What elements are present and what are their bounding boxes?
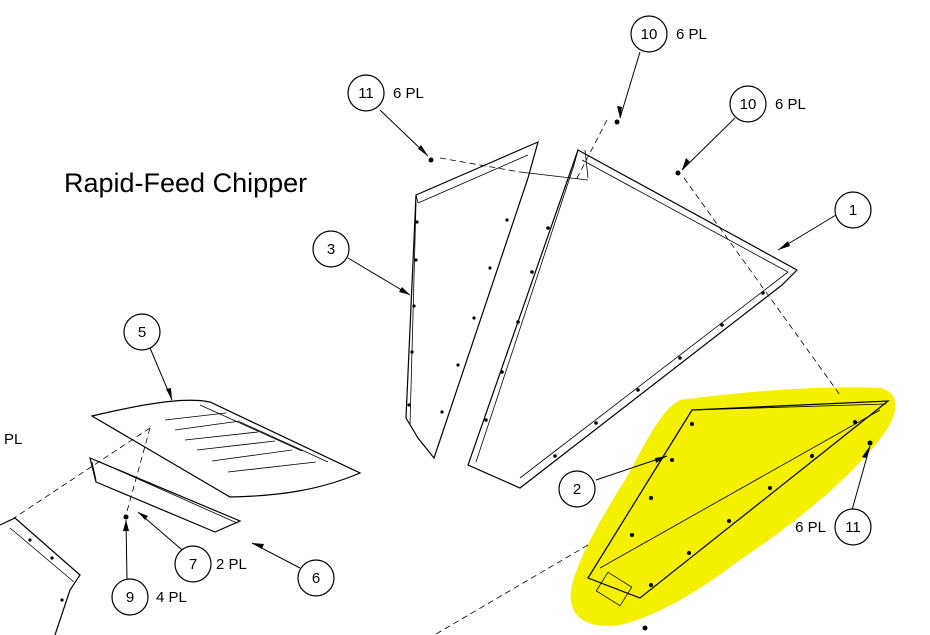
part-5-plate: [90, 399, 362, 498]
callout-2: 2: [558, 470, 596, 508]
callout-6-number: 6: [312, 570, 320, 587]
callout-9: 9 4 PL: [111, 578, 187, 616]
callout-6: 6: [297, 559, 335, 597]
leader-arrowheads: [123, 106, 870, 549]
part-3-panel: [405, 140, 539, 460]
part-1-frame: [467, 149, 798, 489]
callout-5-number: 5: [138, 324, 146, 341]
callout-10b-qty: 6 PL: [775, 96, 806, 113]
part-6-strip: [89, 456, 242, 533]
part-2-plate: [587, 400, 890, 607]
callout-11a-number: 11: [358, 85, 374, 102]
callout-2-number: 2: [573, 481, 581, 498]
callout-11b-qty: 6 PL: [795, 519, 826, 536]
diagram-title: Rapid-Feed Chipper: [64, 168, 308, 198]
callout-10a: 10 6 PL: [630, 15, 707, 53]
callout-1: 1: [834, 191, 872, 229]
callout-11a: 11 6 PL: [347, 74, 424, 112]
fasteners: [123, 119, 873, 631]
assembly-lines: [13, 119, 841, 635]
callout-11a-qty: 6 PL: [393, 85, 424, 102]
callout-5: 5: [123, 313, 161, 351]
edge-qty-label: PL: [4, 431, 22, 448]
callout-7-qty: 2 PL: [216, 556, 247, 573]
callout-7-number: 7: [189, 556, 197, 573]
callout-10a-number: 10: [641, 26, 658, 43]
partial-frame-left: [0, 517, 81, 635]
callout-3: 3: [312, 230, 350, 268]
callout-9-qty: 4 PL: [156, 589, 187, 606]
callout-7: 7 2 PL: [174, 545, 247, 583]
callout-9-number: 9: [126, 589, 134, 606]
callout-3-number: 3: [327, 241, 335, 258]
callout-10b-number: 10: [740, 96, 757, 113]
callout-10b: 10 6 PL: [729, 85, 806, 123]
callout-11b-number: 11: [845, 519, 861, 536]
callout-11b: 11 6 PL: [795, 508, 872, 546]
callout-1-number: 1: [849, 202, 857, 219]
callout-10a-qty: 6 PL: [676, 26, 707, 43]
